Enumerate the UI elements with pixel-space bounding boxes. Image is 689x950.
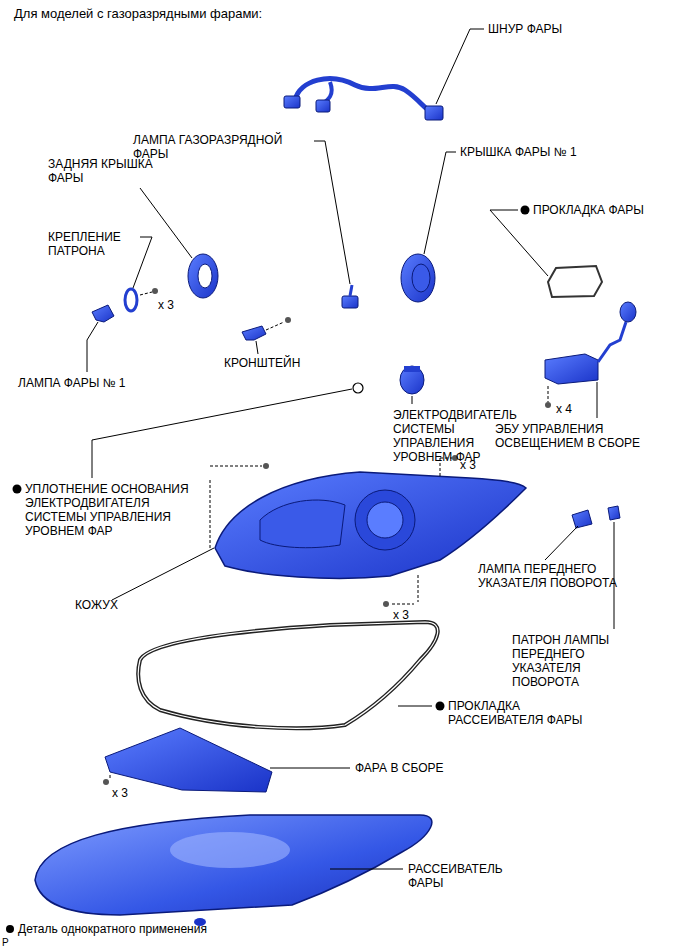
cover-no1 xyxy=(401,254,435,302)
part-name: ФАРА В СБОРЕ xyxy=(355,761,444,775)
part-name: ЛАМПА ГАЗОРАЗРЯДНОЙ ФАРЫ xyxy=(133,133,311,161)
back-cover xyxy=(188,254,218,298)
turn-socket xyxy=(608,506,620,520)
leveling-motor xyxy=(400,366,424,394)
lens-gasket xyxy=(138,622,438,728)
part-name: КРЫШКА ФАРЫ № 1 xyxy=(460,145,577,159)
bulb-no1 xyxy=(92,305,114,322)
screw-icon xyxy=(140,288,158,295)
quantity: x 3 xyxy=(460,458,476,472)
one-time-use-mark xyxy=(436,702,445,711)
page-mark: P xyxy=(2,936,9,950)
one-time-use-mark xyxy=(521,206,530,215)
part-name: КОЖУХ xyxy=(75,598,118,612)
part-name: ЗАДНЯЯ КРЫШКА ФАРЫ xyxy=(48,157,166,185)
part-name: ПАТРОН ЛАМПЫ ПЕРЕДНЕГО УКАЗАТЕЛЯ ПОВОРОТ… xyxy=(512,633,624,689)
headlight-lens xyxy=(35,815,432,926)
lighting-ecu xyxy=(545,302,636,408)
headlight-bracket xyxy=(103,728,272,792)
headlight-cord xyxy=(284,79,443,120)
part-name: УПЛОТНЕНИЕ ОСНОВАНИЯ ЭЛЕКТРОДВИГАТЕЛЯ СИ… xyxy=(25,482,207,538)
quantity: x 3 xyxy=(393,608,409,622)
part-name: КРОНШТЕЙН xyxy=(224,356,300,370)
socket-retainer xyxy=(125,289,137,311)
headlight-gasket xyxy=(548,266,602,297)
title: Для моделей с газоразрядными фарами: xyxy=(14,6,262,21)
bracket xyxy=(242,317,291,340)
part-name: ШНУР ФАРЫ xyxy=(488,22,562,36)
part-name: ПРОКЛАДКА ФАРЫ xyxy=(533,203,644,217)
legend-symbol xyxy=(6,925,14,933)
part-name: ЭБУ УПРАВЛЕНИЯ ОСВЕЩЕНИЕМ В СБОРЕ xyxy=(495,422,665,450)
legend-text: Деталь однократного применения xyxy=(18,922,207,936)
discharge-bulb xyxy=(342,285,358,308)
quantity: x 3 xyxy=(158,298,174,312)
part-name: КРЕПЛЕНИЕ ПАТРОНА xyxy=(48,230,144,258)
motor-o-ring xyxy=(353,383,363,393)
part-name: РАССЕИВАТЕЛЬ ФАРЫ xyxy=(408,862,528,890)
part-name: ЛАМПА ФАРЫ № 1 xyxy=(18,376,126,390)
one-time-use-mark xyxy=(13,485,22,494)
quantity: x 4 xyxy=(556,402,572,416)
part-name: ПРОКЛАДКА РАССЕИВАТЕЛЯ ФАРЫ xyxy=(448,699,618,727)
quantity: x 3 xyxy=(112,786,128,800)
turn-lamp xyxy=(572,510,592,528)
part-name: ЛАМПА ПЕРЕДНЕГО УКАЗАТЕЛЯ ПОВОРОТА xyxy=(478,562,618,590)
